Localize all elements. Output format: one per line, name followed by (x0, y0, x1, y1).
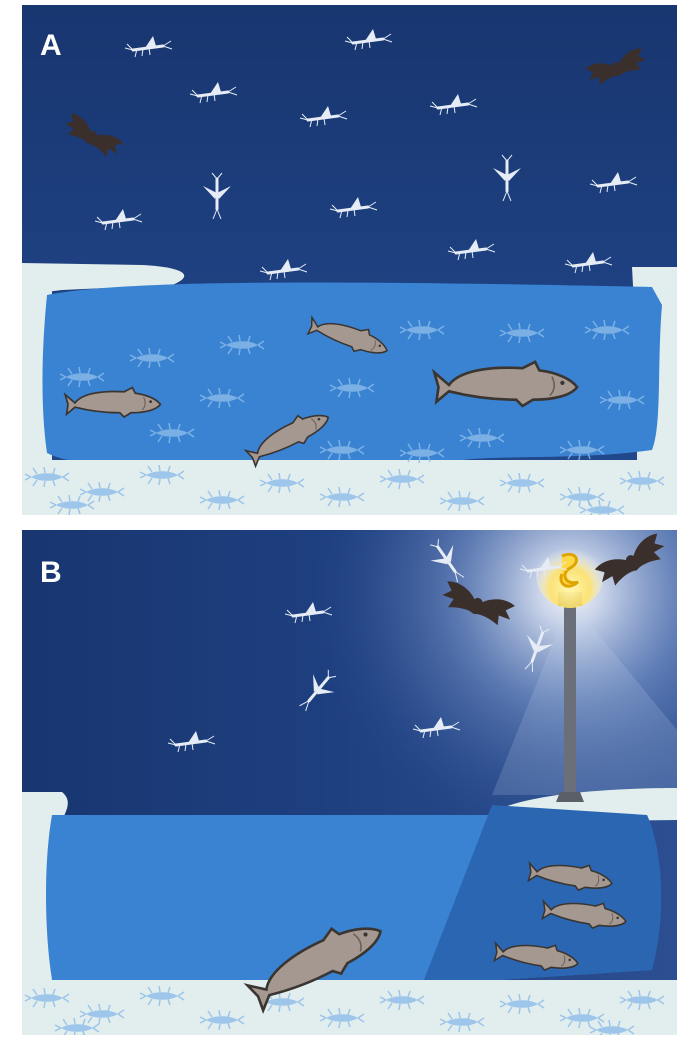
panel-a: A (22, 5, 677, 515)
panel-a-illustration (22, 5, 677, 515)
panel-b-illustration (22, 530, 677, 1035)
panel-a-label: A (40, 31, 62, 61)
panel-b: B (22, 530, 677, 1035)
panel-b-label: B (40, 558, 62, 588)
